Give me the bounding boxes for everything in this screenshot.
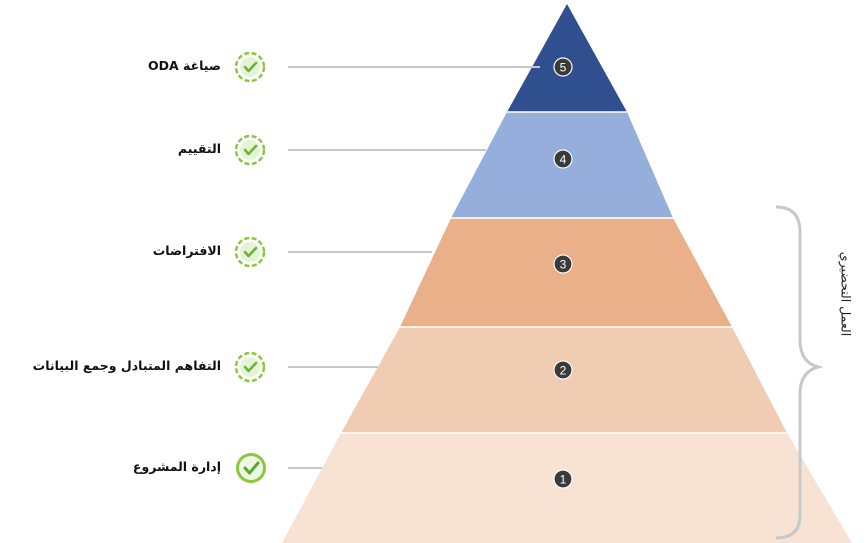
stage-label-2: التفاهم المتبادل وجمع البيانات	[32, 358, 221, 373]
check-circle-icon	[234, 51, 266, 83]
badge-number-3: 3	[560, 258, 567, 272]
stage-label-1: إدارة المشروع	[132, 459, 221, 474]
stage-label-4: التقييم	[177, 141, 221, 156]
number-badge-3: 3	[553, 254, 573, 274]
badge-number-2: 2	[560, 364, 567, 378]
bracket-label: العمل التحضيري	[838, 251, 854, 337]
pyramid-layer-2	[341, 327, 787, 433]
stage-label-3: الافتراضات	[152, 243, 221, 258]
pyramid-layer-5	[507, 4, 627, 112]
check-circle-icon	[234, 134, 266, 166]
number-badge-5: 5	[553, 57, 573, 77]
badge-number-4: 4	[560, 153, 567, 167]
number-badge-1: 1	[553, 469, 573, 489]
brace-bracket	[775, 205, 824, 540]
pyramid-layer-1	[282, 433, 852, 543]
check-circle-icon	[234, 351, 266, 383]
check-circle-icon	[234, 236, 266, 268]
number-badge-4: 4	[553, 149, 573, 169]
badge-number-1: 1	[560, 473, 567, 487]
check-circle-icon-complete	[236, 453, 266, 483]
badge-number-5: 5	[560, 61, 567, 75]
connector-lines	[288, 66, 540, 469]
layer-separators	[341, 111, 787, 434]
number-badge-2: 2	[553, 360, 573, 380]
stage-label-5: صياغة ODA	[147, 58, 221, 73]
